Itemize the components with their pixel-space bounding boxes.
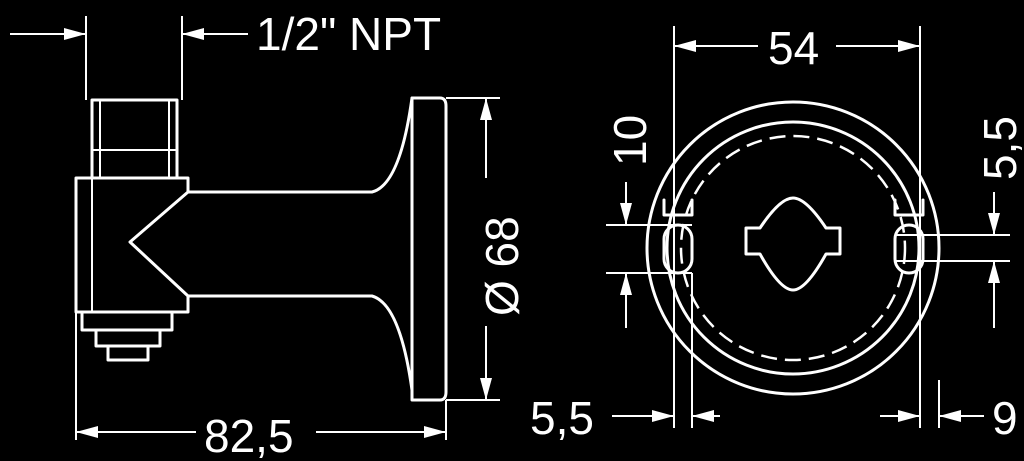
arrow-length-right [424,426,446,438]
arrow-dia-bottom [480,378,492,400]
arrow-55r-bottom [988,261,1000,283]
dim-dia-label: Ø 68 [476,216,528,316]
stem-upper [186,96,414,194]
bottom-step-1 [80,310,174,332]
slot-left-notch [662,198,694,217]
dim-55r-label: 5,5 [974,116,1024,180]
arrow-54-left [674,40,696,52]
arrow-thread-left [64,28,86,40]
arrow-9-left [898,410,920,422]
dim-10-label: 10 [604,115,656,166]
arrow-55l-right [692,410,714,422]
hidden-circle [679,134,907,362]
slot-right-notch [893,198,925,217]
center-bore [744,196,842,292]
outer-circle [645,100,941,396]
bottom-step-2 [94,328,162,348]
arrow-9-right [939,410,961,422]
dim-length-label: 82,5 [204,410,294,461]
inner-circle [665,120,921,376]
side-view: 1/2" NPT 82,5 Ø 68 [10,8,528,461]
thread-nipple [90,98,179,180]
arrow-55r-top [988,213,1000,235]
arrow-10-bottom [620,273,632,295]
arrow-thread-right [182,28,204,40]
dim-9-label: 9 [992,392,1018,444]
dim-thread-label: 1/2" NPT [256,8,441,60]
flange [410,96,448,402]
bottom-step-3 [106,344,150,362]
dim-55l-label: 5,5 [530,392,594,444]
arrow-54-right [898,40,920,52]
dim-54-label: 54 [768,22,819,74]
arrow-length-left [76,426,98,438]
front-view: 54 10 5,5 5,5 9 [530,22,1024,444]
stem-lower [186,294,414,392]
arrow-dia-top [480,98,492,120]
arrow-55l-left [652,410,674,422]
arrow-10-top [620,203,632,225]
slot-right [893,223,925,275]
